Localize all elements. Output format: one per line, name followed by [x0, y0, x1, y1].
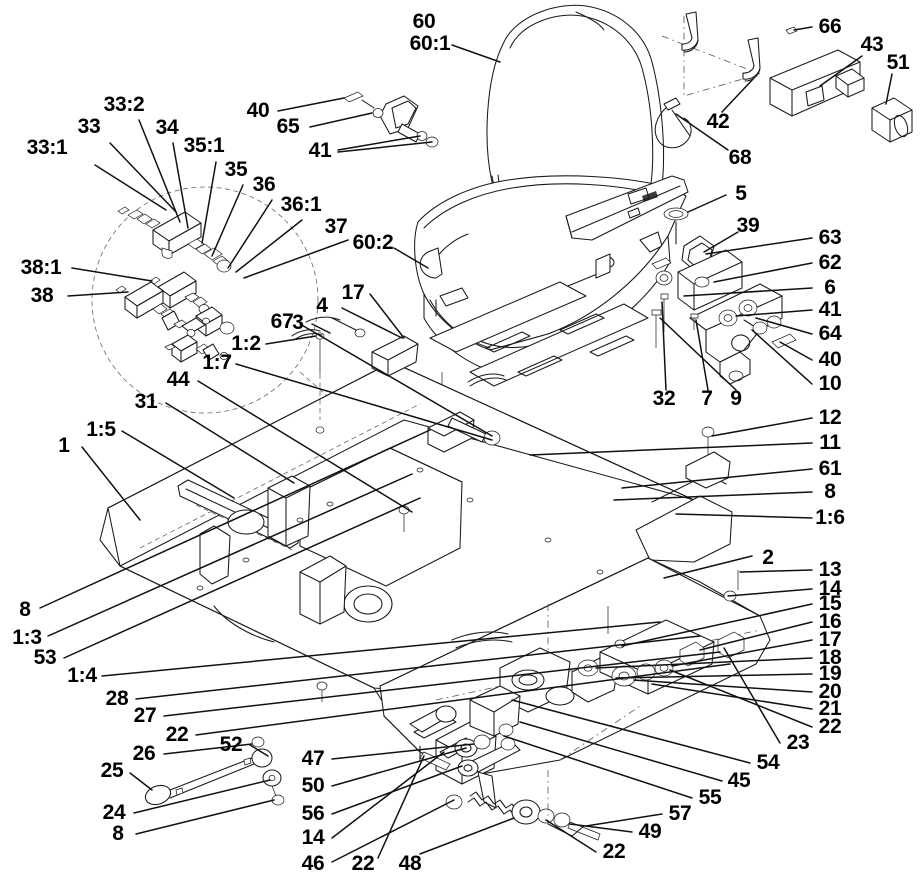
callout-4: 4: [316, 294, 328, 317]
callout-1: 1: [58, 434, 70, 457]
callout-35: 35: [224, 158, 248, 181]
callout-1-2: 1:2: [231, 332, 261, 355]
callout-60-2: 60:2: [352, 231, 394, 254]
callout-63: 63: [818, 226, 842, 249]
callout-22: 22: [818, 715, 842, 738]
callout-14: 14: [301, 826, 325, 849]
callout-35-1: 35:1: [183, 134, 225, 157]
callout-8: 8: [824, 480, 836, 503]
callout-24: 24: [102, 801, 126, 824]
callout-45: 45: [727, 769, 751, 792]
callout-61: 61: [818, 457, 842, 480]
callout-22: 22: [351, 852, 375, 875]
main-frame-plate: [99, 281, 733, 705]
callout-31: 31: [134, 390, 158, 413]
callout-12: 12: [818, 406, 842, 429]
callout-36: 36: [252, 173, 276, 196]
callout-13: 13: [818, 558, 842, 581]
callout-34: 34: [155, 116, 179, 139]
callout-14: 14: [818, 577, 842, 600]
callout-33-2: 33:2: [103, 93, 145, 116]
callout-40: 40: [246, 99, 270, 122]
callout-38: 38: [30, 284, 54, 307]
callout-49: 49: [638, 820, 662, 843]
callout-48: 48: [398, 852, 422, 875]
callout-20: 20: [818, 680, 842, 703]
callout-60-1: 60:1: [409, 32, 451, 55]
callout-41: 41: [818, 298, 842, 321]
callout-1-3: 1:3: [12, 626, 42, 649]
callout-60: 60: [412, 10, 436, 33]
cylinder-and-clamps: [661, 11, 913, 143]
callout-5: 5: [735, 182, 747, 205]
callout-3: 3: [292, 311, 304, 334]
callout-25: 25: [100, 759, 124, 782]
callout-21: 21: [818, 697, 842, 720]
callout-18: 18: [818, 646, 842, 669]
callout-22: 22: [602, 840, 626, 863]
callout-1-4: 1:4: [67, 664, 97, 687]
callout-67: 67: [270, 310, 294, 333]
callout-37: 37: [324, 215, 348, 238]
detail-circle-group: [91, 186, 353, 419]
callout-9: 9: [730, 387, 742, 410]
callout-53: 53: [33, 646, 57, 669]
callout-15: 15: [818, 592, 842, 615]
callout-44: 44: [166, 368, 190, 391]
callout-10: 10: [818, 372, 842, 395]
callout-1-7: 1:7: [202, 351, 232, 374]
callout-50: 50: [301, 774, 325, 797]
callout-46: 46: [301, 852, 325, 875]
leader-lines: [39, 26, 893, 863]
callout-16: 16: [818, 610, 842, 633]
callout-42: 42: [706, 110, 730, 133]
callout-57: 57: [668, 802, 692, 825]
callout-17: 17: [341, 281, 365, 304]
callout-1-5: 1:5: [86, 418, 116, 441]
callout-1-6: 1:6: [815, 506, 845, 529]
callout-27: 27: [133, 704, 157, 727]
callout-28: 28: [105, 687, 129, 710]
callout-22: 22: [165, 723, 189, 746]
callout-36-1: 36:1: [280, 193, 322, 216]
callout-40: 40: [818, 348, 842, 371]
callout-56: 56: [301, 802, 325, 825]
callout-11: 11: [819, 431, 841, 454]
seat-belt-buckle-group: [343, 91, 439, 148]
callout-26: 26: [132, 742, 156, 765]
cable-tie-68: [654, 97, 692, 149]
callout-55: 55: [698, 786, 722, 809]
callout-41: 41: [308, 139, 332, 162]
callout-43: 43: [860, 33, 884, 56]
callout-7: 7: [701, 387, 713, 410]
callout-64: 64: [818, 322, 842, 345]
callout-66: 66: [818, 15, 842, 38]
callout-33: 33: [77, 115, 101, 138]
callout-54: 54: [756, 751, 780, 774]
callout-47: 47: [301, 747, 325, 770]
callout-17: 17: [818, 628, 842, 651]
callout-33-1: 33:1: [26, 136, 68, 159]
callout-19: 19: [818, 662, 842, 685]
callout-51: 51: [886, 51, 910, 74]
detail-part-stack-lower: [115, 281, 229, 363]
callout-32: 32: [652, 387, 676, 410]
callout-23: 23: [786, 731, 810, 754]
callout-68: 68: [728, 146, 752, 169]
callout-8: 8: [112, 822, 124, 845]
callout-38-1: 38:1: [20, 256, 62, 279]
callout-39: 39: [736, 214, 760, 237]
pedal-linkage-assembly: [409, 685, 601, 841]
callout-2: 2: [762, 546, 774, 569]
lanyard-assembly: [144, 736, 285, 806]
right-pivot-assembly: [651, 207, 797, 385]
callout-8: 8: [19, 598, 31, 621]
callout-52: 52: [219, 733, 243, 756]
callout-6: 6: [824, 276, 836, 299]
detail-part-stack-upper: [117, 206, 232, 273]
callout-65: 65: [276, 115, 300, 138]
callout-62: 62: [818, 251, 842, 274]
